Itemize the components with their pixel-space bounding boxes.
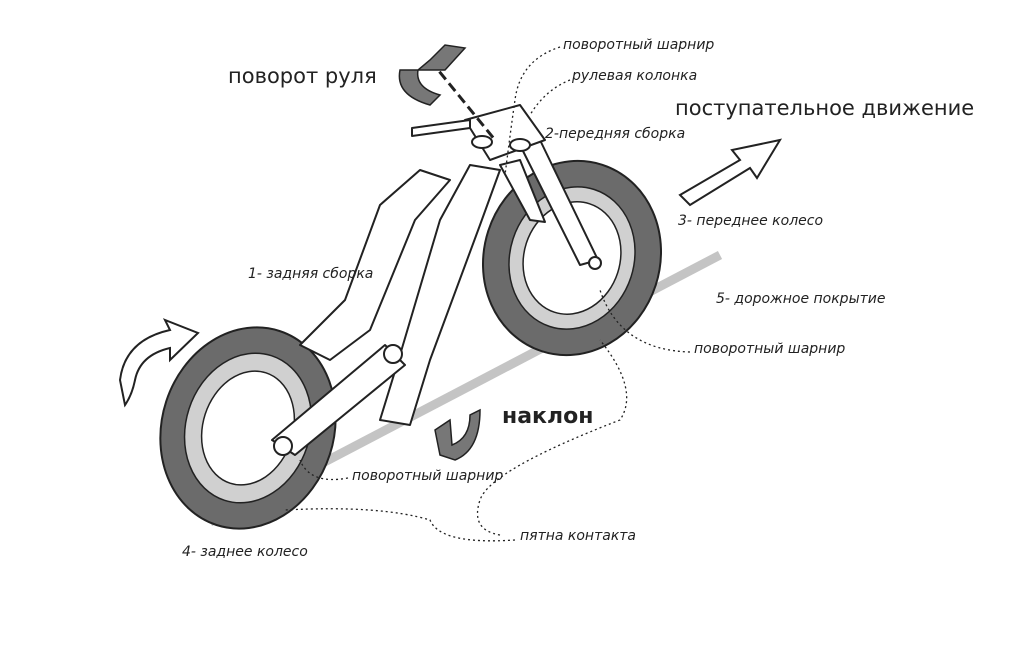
label-pivot-top: поворотный шарнир bbox=[563, 37, 715, 53]
label-lean: наклон bbox=[502, 404, 594, 429]
label-contact-patches: пятна контакта bbox=[520, 528, 637, 544]
label-front-assembly: 2-передняя сборка bbox=[545, 126, 686, 142]
leader-pivot-top bbox=[504, 46, 561, 176]
rear-wheel bbox=[159, 326, 337, 530]
label-pivot-rear: поворотный шарнир bbox=[352, 468, 504, 484]
frame bbox=[271, 104, 602, 456]
label-road-surface: 5- дорожное покрытие bbox=[716, 291, 886, 307]
front-wheel bbox=[481, 159, 663, 357]
forward-motion-arrow bbox=[678, 138, 783, 207]
lean-arrow bbox=[434, 408, 481, 461]
label-steering-column: рулевая колонка bbox=[572, 68, 698, 84]
steering-axis bbox=[428, 59, 497, 141]
leader-rear-pivot bbox=[299, 459, 349, 481]
label-rear-wheel: 4- заднее колесо bbox=[182, 544, 308, 560]
label-pivot-front: поворотный шарнир bbox=[694, 341, 846, 357]
label-rear-assembly: 1- задняя сборка bbox=[248, 266, 374, 282]
label-steering-turn: поворот руля bbox=[228, 64, 377, 88]
steering-turn-arrow bbox=[398, 44, 467, 106]
leader-contact-front bbox=[476, 339, 628, 536]
leader-front-pivot bbox=[599, 289, 691, 353]
rear-rotation-arrow bbox=[118, 318, 200, 408]
label-forward-motion: поступательное движение bbox=[675, 96, 975, 120]
leader-contact-rear bbox=[284, 508, 516, 542]
leader-steering-column bbox=[529, 79, 571, 116]
label-front-wheel: 3- переднее колесо bbox=[678, 213, 824, 229]
